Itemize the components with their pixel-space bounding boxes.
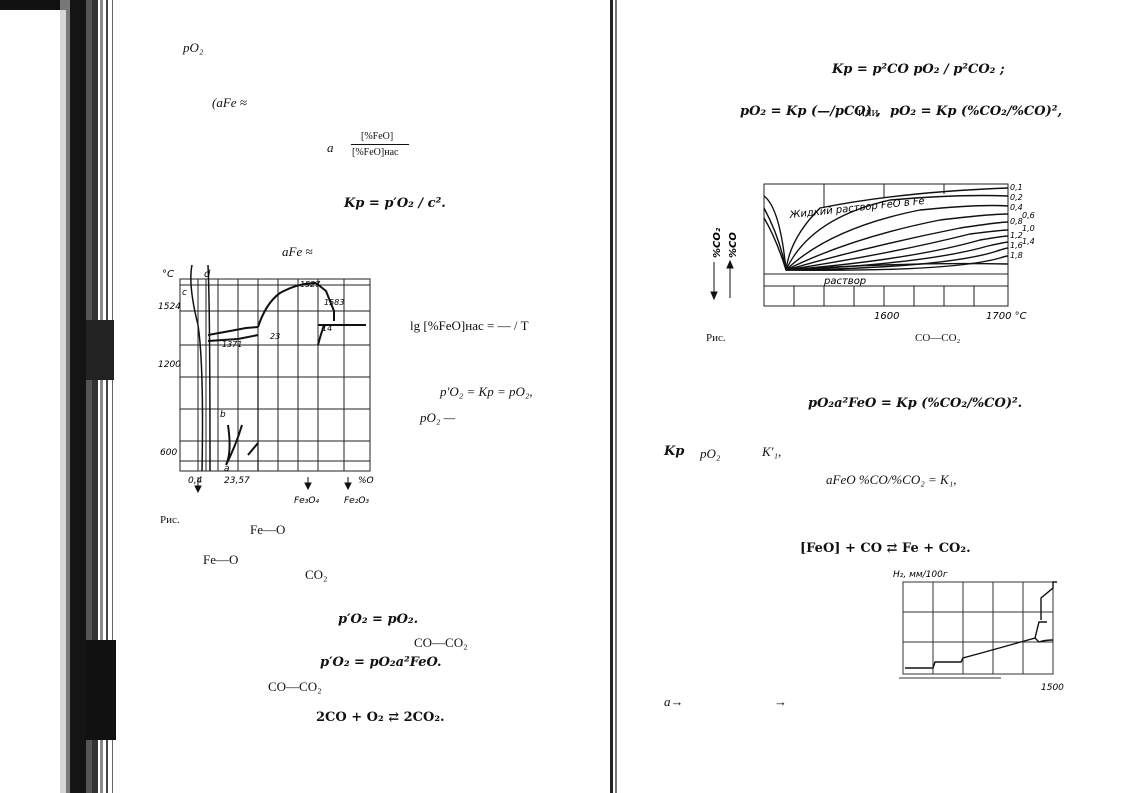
text-co-co2-1: CO—CO₂ [414,635,468,650]
formula-po2-eq: p′O₂ = pO₂. [338,612,419,627]
label-c: c [182,288,187,298]
label-d: d [204,269,211,280]
figure-caption-right-system: CO—CO₂ [915,332,961,344]
series-label-10: 1,0 [1022,224,1035,233]
series-label-01: 0,1 [1010,183,1023,192]
text-ili: или [858,104,879,119]
series-label-06: 0,6 [1022,211,1035,220]
text-arrow: → [774,694,787,709]
label-14: 14 [322,324,332,333]
label-1583: 1583 [324,298,344,307]
formula-feo-reaction: [FeO] + CO ⇄ Fe + CO₂. [800,541,971,556]
hydrogen-solubility-chart: H₂, мм/100г 1500 [893,570,1064,693]
series-label-08: 0,8 [1010,217,1023,226]
label-fe2o3: Fe₂O₃ [344,496,369,506]
fraction-numerator: [%FeO] [361,131,394,142]
formula-po2-pco: pO₂ = Kp (—/pCO) , [740,104,881,119]
ytick-1200: 1200 [158,360,181,370]
symbol-po2: pO₂ [700,446,721,461]
symbol-k1-prime: K′₁, [762,444,782,459]
series-label-18: 1,8 [1010,251,1023,260]
text-a-arrow: a→ [664,694,684,709]
xtick-1700: 1700 °C [986,311,1027,322]
co-co2-equilibrium-chart: %CO₂ %CO Жидкий раствор FeO в Fe раствор… [710,183,1035,322]
series-label-16: 1,6 [1010,241,1023,250]
label-b: b [220,410,226,420]
formula-po2-dash: pO₂ — [420,410,456,425]
ylabel-percent-co: %CO [728,232,739,258]
axis-unit-celsius: °C [162,269,174,280]
ytick-1524: 1524 [158,302,181,312]
scan-spine-shadow-left [0,0,116,793]
series-label-12: 1,2 [1010,231,1023,240]
ytick-600: 600 [160,448,177,458]
fe-o-phase-diagram: °C 1524 1200 600 0,4 23,57 %O d c 1527 1… [158,265,374,506]
figure-caption-right-ris: Рис. [706,332,726,344]
formula-co-oxidation: 2CO + O₂ ⇄ 2CO₂. [316,710,445,725]
ylabel-percent-co2: %CO₂ [712,227,723,258]
symbol-kp: Kp [664,444,685,459]
formula-po2-afeo-kp: pO₂a²FeO = Kp (%CO₂/%CO)². [808,396,1023,411]
label-1527: 1527 [300,280,321,289]
region-label-solution: раствор [823,276,866,287]
figure-caption-left-ris: Рис. [160,514,180,526]
formula-afe: (aFe ≈ [212,95,247,110]
text-co-co2-2: CO—CO₂ [268,679,322,694]
series-label-02: 0,2 [1010,193,1023,202]
formula-a: a [327,140,334,155]
ylabel-h2: H₂, мм/100г [893,570,948,580]
label-a: a [224,464,230,474]
scan-spine-shadow-middle [610,0,617,793]
formula-kp-co: Kp = p²CO pO₂ / p²CO₂ ; [832,62,1005,77]
formula-afe-approx: aFe ≈ [282,244,313,259]
xtick-04: 0,4 [188,476,203,486]
series-label-04: 0,4 [1010,203,1023,212]
formula-afeo-ratio: aFeO %CO/%CO₂ = K₁, [826,472,957,487]
fraction-denominator: [%FeO]нас [352,147,399,158]
formula-po2: pO₂ [183,40,204,55]
label-fe3o4: Fe₃O₄ [294,496,319,506]
label-23: 23 [270,332,280,341]
formula-lg-feo: lg [%FeO]нас = — / T [410,318,529,333]
figure-caption-left-system: Fe—O [250,522,286,537]
formula-po2-afeo: p′O₂ = pO₂a²FeO. [320,655,442,670]
series-label-14: 1,4 [1022,237,1035,246]
label-1371: 1371 [222,340,242,349]
xtick-2357: 23,57 [224,476,250,486]
formula-po2-ratio: pO₂ = Kp (%CO₂/%CO)², [890,104,1062,119]
formula-kp: Kp = p′O₂ / c². [344,196,446,211]
fraction-bar [351,144,409,145]
xtick-1500: 1500 [1041,683,1064,693]
text-fe-o: Fe—O [203,552,239,567]
xlabel-percent-o: %O [358,476,374,486]
text-co2: CO₂ [305,567,328,582]
formula-po2-kp: p′O₂ = Kp = pO₂, [440,384,533,399]
region-label-liquid-solution: Жидкий раствор FeO в Fe [788,196,925,221]
xtick-1600: 1600 [874,311,899,322]
